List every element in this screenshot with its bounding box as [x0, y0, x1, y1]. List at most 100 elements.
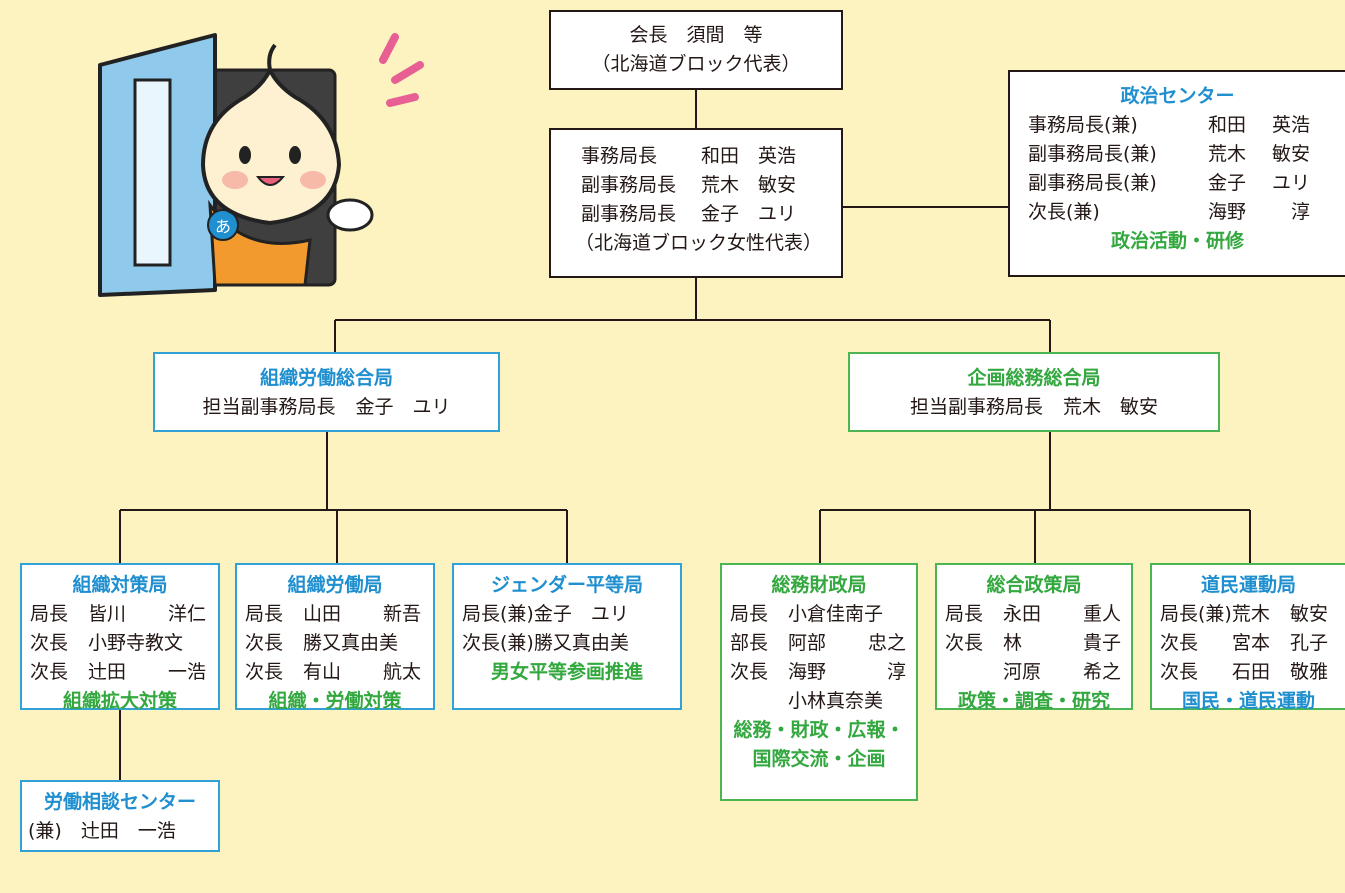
citizen-movement-box: 道民運動局 局長(兼)荒木 敏安 次長 宮本 孔子 次長 石田 敬雅 国民・道民… [1150, 563, 1345, 712]
org-policy-role: 局長 [30, 603, 69, 625]
general-finance-role [730, 687, 788, 716]
secretariat-name: 荒木 敏安 [701, 174, 797, 196]
general-policy-name-a: 河原 [1003, 661, 1042, 683]
general-finance-title: 総務財政局 [771, 574, 867, 596]
org-labor-name-b: 航太 [382, 661, 421, 683]
politics-center-name-b: ユリ [1271, 172, 1310, 194]
citizen-movement-role: 次長 [1160, 632, 1199, 654]
general-finance-row: 小林真奈美 [730, 687, 916, 716]
general-finance-row: 局長 小倉佳南子 [730, 600, 916, 629]
general-policy-name-a: 永田 [1003, 603, 1042, 625]
general-policy-duty: 政策・調査・研究 [957, 690, 1110, 712]
mascot-emblem: あ [215, 217, 231, 236]
politics-center-row: 副事務局長(兼) 金子 ユリ [1028, 169, 1345, 198]
org-labor-general-title: 組織労働総合局 [259, 367, 393, 389]
citizen-movement-name-b: 敬雅 [1290, 661, 1329, 683]
onion-mascot-door-icon: あ [98, 33, 424, 297]
org-policy-name-b: 一浩 [167, 661, 206, 683]
org-policy-name-a: 辻田 [88, 661, 127, 683]
citizen-movement-title: 道民運動局 [1200, 574, 1296, 596]
general-policy-name-b: 貴子 [1082, 632, 1121, 654]
org-labor-title: 組織労働局 [287, 574, 383, 596]
general-policy-role: 次長 [945, 632, 984, 654]
org-labor-general-leader-role: 担当副事務局長 [202, 396, 336, 418]
org-labor-role: 次長 [245, 661, 284, 683]
org-labor-role: 次長 [245, 632, 284, 654]
secretariat-row: 副事務局長 金子 ユリ [581, 200, 841, 229]
politics-center-name-a: 金子 [1208, 172, 1247, 194]
secretariat-name: 和田 英浩 [701, 145, 797, 167]
general-finance-name-a: 小林真奈美 [788, 690, 884, 712]
politics-center-name-b: 淳 [1290, 201, 1310, 223]
president-name: 会長 須間 等 [629, 24, 763, 46]
general-policy-name-b: 希之 [1082, 661, 1121, 683]
general-finance-row: 部長 阿部 忠之 [730, 629, 916, 658]
politics-center-title: 政治センター [1120, 85, 1235, 107]
org-policy-duty: 組織拡大対策 [62, 690, 177, 712]
org-labor-name-a: 勝又真由美 [303, 632, 399, 654]
politics-center-role: 事務局長(兼) [1028, 114, 1138, 136]
org-policy-row: 局長 皆川 洋仁 [30, 600, 218, 629]
org-labor-general-box: 組織労働総合局 担当副事務局長 金子 ユリ [153, 352, 500, 432]
labor-consult-box: 労働相談センター (兼) 辻田 一浩 [20, 780, 220, 852]
politics-center-role: 副事務局長(兼) [1028, 143, 1157, 165]
org-labor-name-b: 新吾 [382, 603, 421, 625]
org-policy-role: 次長 [30, 632, 69, 654]
org-labor-role: 局長 [245, 603, 284, 625]
general-finance-name-a: 小倉佳南子 [788, 603, 884, 625]
citizen-movement-name-b: 孔子 [1290, 632, 1329, 654]
politics-center-role: 次長(兼) [1028, 201, 1100, 223]
secretariat-name: 金子 ユリ [701, 203, 797, 225]
general-finance-name-a: 阿部 [788, 632, 827, 654]
politics-center-name-a: 海野 [1208, 201, 1247, 223]
secretariat-role: 副事務局長 [581, 174, 677, 196]
politics-center-name-b: 英浩 [1271, 114, 1310, 136]
org-labor-name-a: 有山 [303, 661, 342, 683]
citizen-movement-role: 局長(兼)荒木 [1160, 603, 1270, 625]
citizen-movement-name-a: 石田 [1232, 661, 1271, 683]
citizen-movement-row: 次長 宮本 孔子 [1160, 629, 1345, 658]
general-finance-name-b: 忠之 [867, 632, 906, 654]
citizen-movement-row: 局長(兼)荒木 敏安 [1160, 600, 1345, 629]
gender-row: 次長(兼)勝又真由美 [462, 632, 629, 654]
politics-center-name-b: 敏安 [1271, 143, 1310, 165]
org-labor-general-leader-name: 金子 ユリ [355, 396, 451, 418]
org-labor-duty: 組織・労働対策 [268, 690, 402, 712]
org-labor-general-leader: 担当副事務局長 金子 ユリ [155, 393, 498, 422]
secretariat-role: 副事務局長 [581, 203, 677, 225]
secretariat-box: 事務局長 和田 英浩 副事務局長 荒木 敏安 副事務局長 金子 ユリ （北海道ブ… [549, 128, 843, 278]
citizen-movement-row: 次長 石田 敬雅 [1160, 658, 1345, 687]
president-note: （北海道ブロック代表） [591, 53, 801, 75]
org-labor-row: 次長 勝又真由美 [245, 629, 433, 658]
general-policy-box: 総合政策局 局長 永田 重人 次長 林 貴子 河原 希之 政策・調査・研究 [935, 563, 1133, 712]
politics-center-name-a: 和田 [1208, 114, 1247, 136]
general-policy-role [945, 658, 1003, 687]
president-box: 会長 須間 等 （北海道ブロック代表） [549, 10, 843, 90]
general-finance-role: 局長 [730, 603, 769, 625]
general-finance-box: 総務財政局 局長 小倉佳南子 部長 阿部 忠之 次長 海野 淳 小林真奈美 総務… [720, 563, 918, 801]
org-policy-role: 次長 [30, 661, 69, 683]
gender-box: ジェンダー平等局 局長(兼)金子 ユリ 次長(兼)勝又真由美 男女平等参画推進 [452, 563, 682, 710]
org-labor-name-a: 山田 [303, 603, 342, 625]
citizen-movement-role: 次長 [1160, 661, 1199, 683]
general-policy-title: 総合政策局 [986, 574, 1082, 596]
politics-center-row: 次長(兼) 海野 淳 [1028, 198, 1345, 227]
org-policy-name-b: 洋仁 [167, 603, 206, 625]
citizen-movement-duty: 国民・道民運動 [1181, 690, 1315, 712]
general-policy-name-b: 重人 [1082, 603, 1121, 625]
general-finance-name-b: 淳 [886, 661, 906, 683]
org-policy-name-a: 皆川 [88, 603, 127, 625]
politics-center-box: 政治センター 事務局長(兼) 和田 英浩 副事務局長(兼) 荒木 敏安 副事務局… [1008, 70, 1345, 277]
general-finance-role: 部長 [730, 632, 769, 654]
general-finance-duty: 国際交流・企画 [752, 748, 886, 770]
secretariat-row: 副事務局長 荒木 敏安 [581, 171, 841, 200]
general-finance-row: 次長 海野 淳 [730, 658, 916, 687]
citizen-movement-name-b: 敏安 [1290, 603, 1329, 625]
planning-general-box: 企画総務総合局 担当副事務局長 荒木 敏安 [848, 352, 1220, 432]
planning-general-leader-name: 荒木 敏安 [1063, 396, 1159, 418]
org-labor-box: 組織労働局 局長 山田 新吾 次長 勝又真由美 次長 有山 航太 組織・労働対策 [235, 563, 435, 712]
secretariat-note: （北海道ブロック女性代表） [575, 232, 823, 254]
org-policy-box: 組織対策局 局長 皆川 洋仁 次長 小野寺教文 次長 辻田 一浩 組織拡大対策 [20, 563, 220, 712]
planning-general-leader-role: 担当副事務局長 [909, 396, 1043, 418]
